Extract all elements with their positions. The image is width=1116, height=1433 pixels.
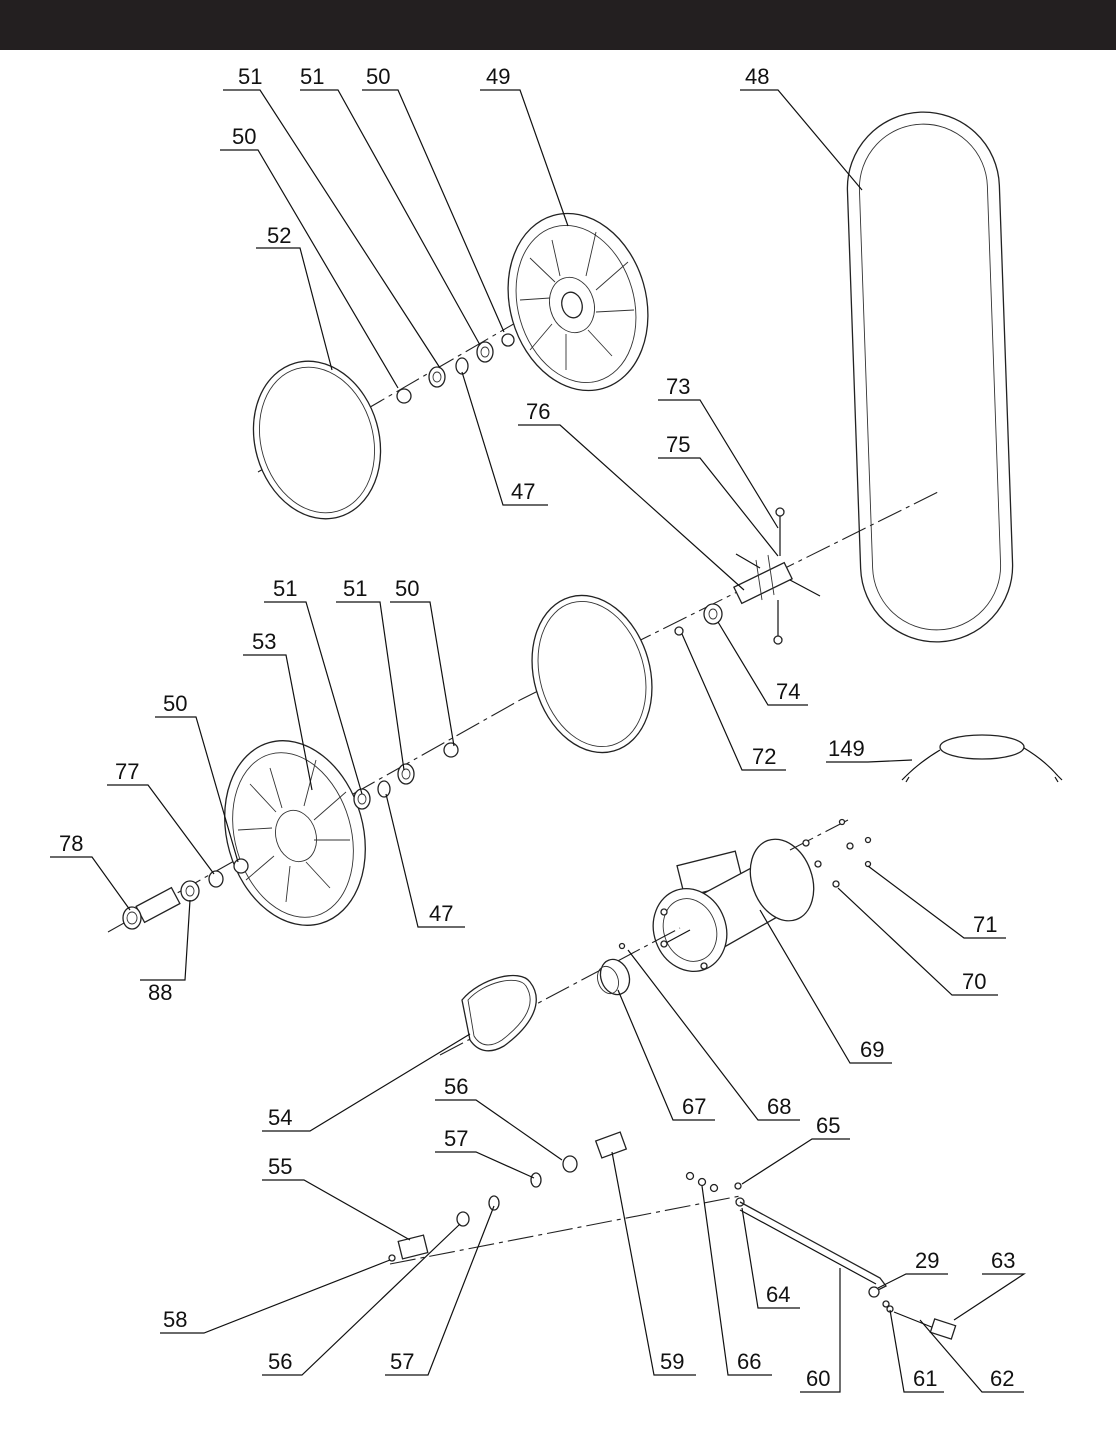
callout-label: 65 [816,1113,840,1138]
callout-label: 47 [511,479,535,504]
callout-label: 149 [828,736,865,761]
middle-axis [519,491,939,701]
callout-label: 88 [148,980,172,1005]
callout-label: 74 [776,679,800,704]
callout-label: 67 [682,1094,706,1119]
callout-labels: 51 51 50 49 48 50 52 47 73 76 75 74 72 5… [59,64,1015,1391]
motor-pulley-67 [597,942,631,996]
callout-label: 56 [444,1074,468,1099]
callout-label: 56 [268,1349,292,1374]
callout-label: 77 [115,759,139,784]
callout-label: 49 [486,64,510,89]
callout-label: 66 [737,1349,761,1374]
lower-axis [107,699,521,933]
tension-parts [388,1131,745,1262]
callout-label: 62 [990,1366,1014,1391]
callout-label: 69 [860,1037,884,1062]
drive-belt-54 [461,974,537,1052]
callout-label: 47 [429,901,453,926]
callout-label: 57 [390,1349,414,1374]
bushing-74 [703,603,723,625]
callout-label: 73 [666,374,690,399]
callout-label: 55 [268,1154,292,1179]
callout-label: 50 [232,124,256,149]
callout-label: 68 [767,1094,791,1119]
belt-48 [846,111,1014,643]
tire-52 [252,360,382,520]
callout-label: 53 [252,629,276,654]
shaft-76 [733,507,821,645]
callout-label: 51 [273,576,297,601]
callout-label: 54 [268,1105,292,1130]
motor-hardware-70-71 [789,818,872,888]
callout-label: 64 [766,1282,790,1307]
tire-lower [531,594,653,754]
callout-label: 78 [59,831,83,856]
callout-label: 59 [660,1349,684,1374]
callout-label: 51 [238,64,262,89]
upper-wheel-49 [507,212,649,392]
header-bar [0,0,1116,50]
callout-label: 70 [962,969,986,994]
callout-label: 50 [366,64,390,89]
tension-rod-60 [739,1201,957,1340]
callout-label: 50 [163,691,187,716]
callout-label: 58 [163,1307,187,1332]
lower-shaft-axis [389,1195,741,1265]
callout-label: 52 [267,223,291,248]
power-cord-149 [901,734,1063,783]
callout-label: 71 [973,912,997,937]
callout-label: 29 [915,1248,939,1273]
motor-69 [652,838,815,972]
callout-label: 61 [913,1366,937,1391]
callout-label: 72 [752,744,776,769]
upper-bearings [396,333,515,404]
lower-wheel-53 [224,740,366,926]
callout-label: 57 [444,1126,468,1151]
callout-label: 50 [395,576,419,601]
callout-label: 48 [745,64,769,89]
callout-label: 51 [343,576,367,601]
callout-label: 51 [300,64,324,89]
ring-72 [674,626,684,636]
bolt-78 [122,886,181,930]
callout-label: 63 [991,1248,1015,1273]
callout-label: 60 [806,1366,830,1391]
callout-label: 76 [526,399,550,424]
leader-lines [50,89,1027,1393]
callout-label: 75 [666,432,690,457]
